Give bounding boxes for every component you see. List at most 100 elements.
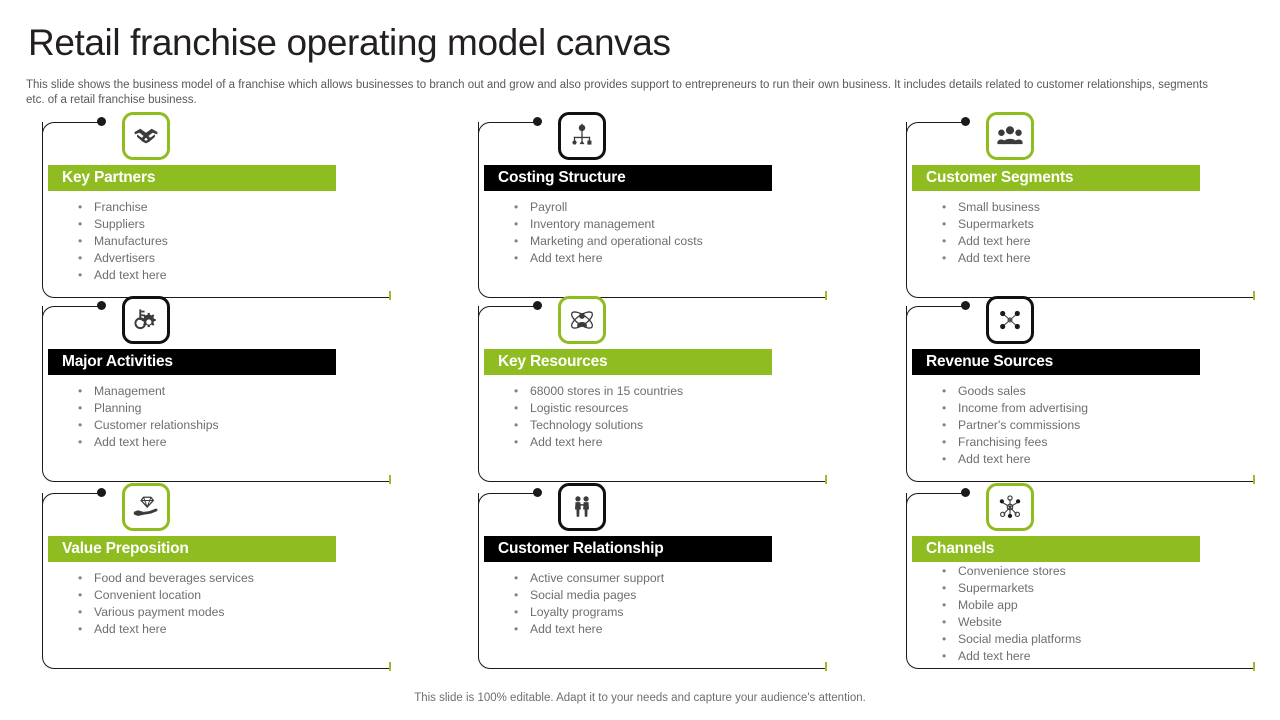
list-item-label: Customer relationships (94, 418, 219, 432)
list-item: • Convenient location (78, 587, 378, 603)
slide-footer-note: This slide is 100% editable. Adapt it to… (414, 692, 866, 704)
list-item: • Suppliers (78, 216, 378, 232)
icon-badge-channels[interactable] (986, 483, 1034, 531)
page-title: Retail franchise operating model canvas (28, 22, 671, 63)
card-header-major-activities[interactable]: Major Activities (48, 349, 336, 375)
bullet-glyph: • (78, 622, 83, 636)
icon-badge-key-resources[interactable] (558, 296, 606, 344)
list-item: • Various payment modes (78, 604, 378, 620)
customer-group-icon (997, 123, 1023, 149)
bullet-glyph: • (514, 605, 519, 619)
card-header-costing-structure[interactable]: Costing Structure (484, 165, 772, 191)
card-connector-dot (961, 301, 970, 310)
list-item-label: Franchise (94, 200, 148, 214)
list-item-label: Suppliers (94, 217, 145, 231)
list-item: • Active consumer support (514, 570, 814, 586)
card-header-customer-segments[interactable]: Customer Segments (912, 165, 1200, 191)
bullet-glyph: • (942, 418, 947, 432)
list-item: • Add text here (942, 250, 1242, 266)
bullet-glyph: • (514, 251, 519, 265)
list-item-label: Partner's commissions (958, 418, 1081, 432)
list-item-label: Food and beverages services (94, 571, 254, 585)
list-item: • Supermarkets (942, 580, 1242, 596)
list-item-label: Loyalty programs (530, 605, 624, 619)
list-item: • Franchise (78, 199, 378, 215)
icon-badge-costing-structure[interactable] (558, 112, 606, 160)
card-bullet-list: • Management • Planning • Customer relat… (78, 383, 378, 451)
bullet-glyph: • (78, 384, 83, 398)
card-frame-stub (906, 306, 966, 320)
bullet-glyph: • (514, 234, 519, 248)
bullet-glyph: • (514, 384, 519, 398)
list-item: • Technology solutions (514, 417, 814, 433)
bullet-glyph: • (78, 435, 83, 449)
list-item: • Small business (942, 199, 1242, 215)
card-frame-stub (906, 493, 966, 507)
icon-badge-key-partners[interactable] (122, 112, 170, 160)
bullet-glyph: • (514, 622, 519, 636)
list-item-label: Supermarkets (958, 217, 1034, 231)
list-item-label: 68000 stores in 15 countries (530, 384, 684, 398)
icon-badge-value-preposition[interactable] (122, 483, 170, 531)
list-item-label: Website (958, 615, 1002, 629)
list-item: • Add text here (514, 250, 814, 266)
list-item-label: Add text here (958, 649, 1031, 663)
card-title: Key Partners (62, 169, 156, 186)
card-frame-stub (42, 122, 102, 136)
bullet-glyph: • (514, 588, 519, 602)
list-item-label: Add text here (530, 435, 603, 449)
list-item-label: Various payment modes (94, 605, 225, 619)
list-item: • Customer relationships (78, 417, 378, 433)
list-item: • Supermarkets (942, 216, 1242, 232)
bullet-glyph: • (942, 200, 947, 214)
bullet-glyph: • (78, 268, 83, 282)
card-frame-stub (42, 306, 102, 320)
cost-structure-tree-icon (569, 123, 595, 149)
list-item: • Mobile app (942, 597, 1242, 613)
card-header-key-resources[interactable]: Key Resources (484, 349, 772, 375)
icon-badge-revenue-sources[interactable] (986, 296, 1034, 344)
bullet-glyph: • (78, 234, 83, 248)
card-bullet-list: • Goods sales • Income from advertising … (942, 383, 1242, 468)
card-header-value-preposition[interactable]: Value Preposition (48, 536, 336, 562)
list-item: • Convenience stores (942, 563, 1242, 579)
card-header-revenue-sources[interactable]: Revenue Sources (912, 349, 1200, 375)
icon-badge-customer-relationship[interactable] (558, 483, 606, 531)
list-item-label: Technology solutions (530, 418, 644, 432)
list-item: • 68000 stores in 15 countries (514, 383, 814, 399)
card-header-customer-relationship[interactable]: Customer Relationship (484, 536, 772, 562)
card-bullet-list: • Food and beverages services • Convenie… (78, 570, 378, 638)
card-connector-dot (961, 117, 970, 126)
card-end-tick (1253, 475, 1255, 484)
card-header-channels[interactable]: Channels (912, 536, 1200, 562)
list-item: • Planning (78, 400, 378, 416)
icon-badge-customer-segments[interactable] (986, 112, 1034, 160)
list-item: • Add text here (514, 434, 814, 450)
page-subtitle: This slide shows the business model of a… (26, 79, 1208, 106)
card-end-tick (389, 662, 391, 671)
list-item-label: Management (94, 384, 166, 398)
list-item: • Food and beverages services (78, 570, 378, 586)
bullet-glyph: • (78, 588, 83, 602)
list-item: • Franchising fees (942, 434, 1242, 450)
bullet-glyph: • (942, 234, 947, 248)
list-item-label: Income from advertising (958, 401, 1089, 415)
list-item-label: Payroll (530, 200, 568, 214)
card-header-key-partners[interactable]: Key Partners (48, 165, 336, 191)
two-people-icon (569, 494, 595, 520)
list-item-label: Add text here (94, 435, 167, 449)
list-item: • Manufactures (78, 233, 378, 249)
list-item-label: Marketing and operational costs (530, 234, 703, 248)
resource-person-icon (569, 307, 595, 333)
list-item: • Website (942, 614, 1242, 630)
list-item-label: Add text here (958, 251, 1031, 265)
bullet-glyph: • (942, 401, 947, 415)
bullet-glyph: • (78, 251, 83, 265)
list-item-label: Manufactures (94, 234, 168, 248)
bullet-glyph: • (942, 632, 947, 646)
bullet-glyph: • (514, 435, 519, 449)
card-frame-stub (478, 493, 538, 507)
card-title: Customer Relationship (498, 540, 664, 557)
icon-badge-major-activities[interactable] (122, 296, 170, 344)
card-connector-dot (97, 301, 106, 310)
